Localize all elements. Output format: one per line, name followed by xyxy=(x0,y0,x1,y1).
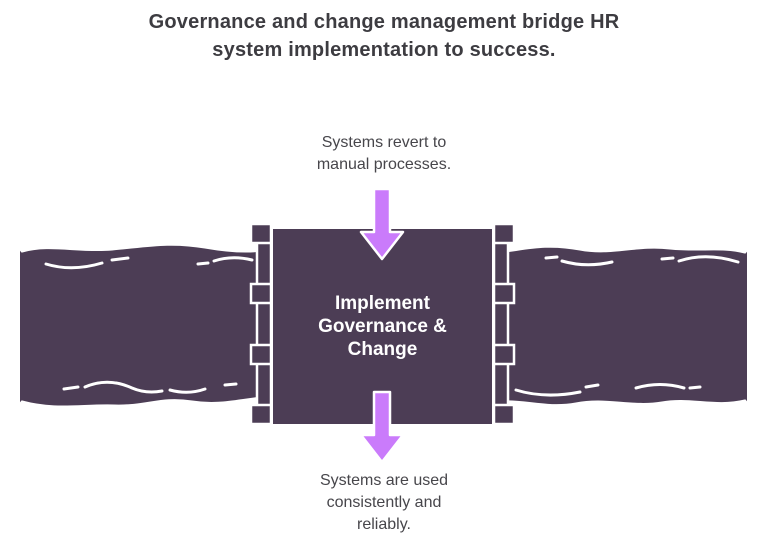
left-band-top-edge xyxy=(20,242,264,253)
down-arrow-icon xyxy=(359,187,405,261)
bridge-tab xyxy=(249,403,273,426)
right-band-ripples xyxy=(514,255,740,397)
right-band-bottom-edge xyxy=(503,399,747,408)
left-river-band xyxy=(20,244,262,408)
right-girder-rail xyxy=(492,239,510,419)
bottom-outcome-label: Systems are used consistently and reliab… xyxy=(319,472,449,533)
down-arrow-icon xyxy=(359,390,405,464)
bridge-tab xyxy=(249,282,273,305)
bridge-tab xyxy=(249,343,273,366)
bridge-tab xyxy=(492,403,516,426)
bridge-box-label: Implement Governance & Change xyxy=(318,293,447,360)
left-girder-tabs xyxy=(249,222,273,426)
left-band-bottom-edge xyxy=(20,396,264,409)
bridge-tab xyxy=(492,343,516,366)
left-girder-rail xyxy=(255,239,273,419)
right-band-top-edge xyxy=(503,244,747,254)
top-consequence-label: Systems revert to manual processes. xyxy=(316,134,452,173)
right-river-band xyxy=(505,246,747,406)
bridge-tab xyxy=(492,222,516,245)
bridge-tab xyxy=(492,282,516,305)
left-band-ripples xyxy=(44,256,254,394)
bridge-tab xyxy=(249,222,273,245)
diagram-title: Governance and change management bridge … xyxy=(148,11,620,61)
